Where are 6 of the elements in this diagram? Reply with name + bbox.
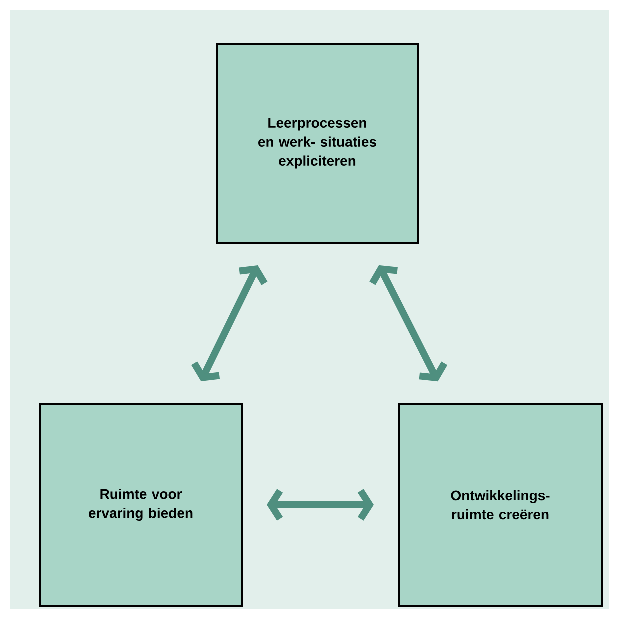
double-arrow (267, 489, 374, 521)
double-arrow (191, 266, 268, 382)
process-box: Ontwikkelings- ruimte creëren (398, 403, 603, 607)
process-box: Leerprocessen en werk- situaties expliciteren (216, 43, 419, 244)
double-arrow (370, 265, 448, 382)
process-box: Ruimte voor ervaring bieden (39, 403, 243, 607)
